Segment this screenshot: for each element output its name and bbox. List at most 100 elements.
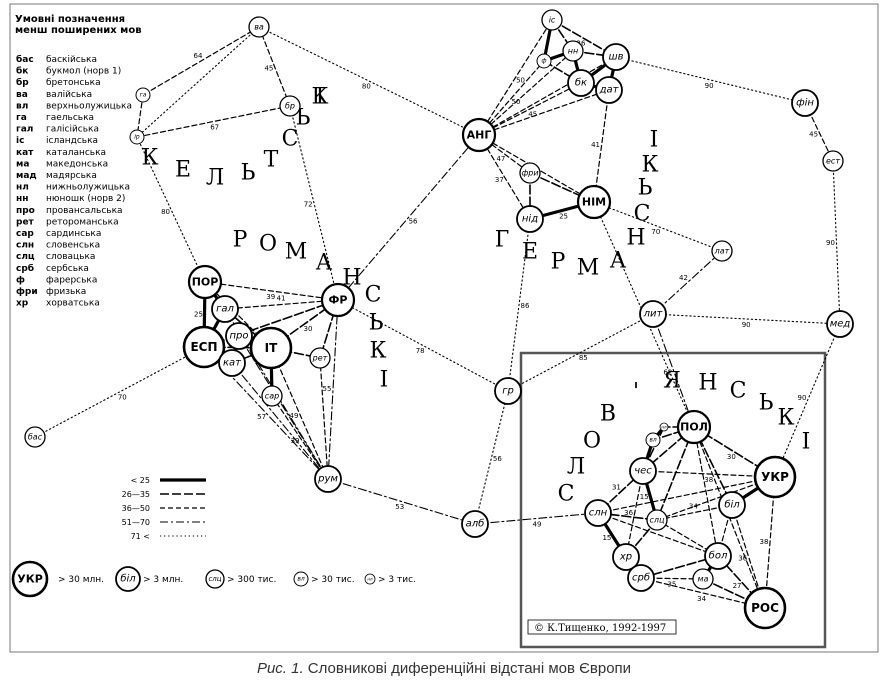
legend-name: нижньолужицька	[46, 183, 130, 193]
caption-text: Словникові диференційні відстані мов Євр…	[303, 660, 632, 677]
edge-est-med	[832, 160, 841, 325]
edge-label-est-med: 90	[826, 239, 835, 247]
edge-label-pol-ukr: 30	[727, 453, 736, 461]
node-label-ir: ір	[134, 134, 140, 141]
line-type-label: 26—35	[122, 490, 150, 499]
family-letter: Я	[663, 369, 681, 394]
node-label-vl: вл	[649, 437, 657, 444]
node-label-med: мед	[830, 319, 851, 330]
edge-bas-esp	[34, 346, 205, 438]
edge-label-anh-nid: 37	[495, 176, 504, 184]
family-letter: І	[650, 128, 659, 153]
edge-label-anh-f: 50	[512, 98, 521, 106]
legend-abbr: про	[16, 206, 35, 216]
legend-abbr: слц	[16, 252, 35, 262]
edge-va-ir	[136, 26, 260, 138]
node-label-nid: нід	[522, 213, 538, 225]
node-label-ma: ма	[698, 575, 709, 584]
size-threshold-label: > 30 млн.	[58, 575, 104, 585]
edge-por-fr	[204, 281, 339, 301]
edge-fry-nim	[529, 172, 595, 203]
edge-va-anh	[258, 26, 480, 136]
legend-name: македонська	[46, 159, 108, 169]
edge-label-por-esp: 25	[194, 310, 203, 318]
node-ros: РОС	[743, 586, 787, 630]
size-threshold-label: > 3 тис.	[378, 575, 416, 585]
family-letter: К	[141, 146, 158, 171]
legend-abbr: хр	[16, 299, 29, 309]
node-label-ukr: УКР	[761, 470, 789, 484]
edge-ir-br	[136, 105, 291, 138]
legend-abbr: бк	[16, 66, 28, 77]
node-label-bil: біл	[724, 499, 740, 511]
node-label-fry: фри	[521, 169, 538, 178]
node-fry: фри	[519, 162, 541, 184]
node-label-sar: сар	[265, 392, 279, 401]
edge-label-bil-slts: 34	[689, 503, 698, 511]
legend-name: бретонська	[46, 78, 101, 88]
edge-label-dat-nim: 41	[591, 141, 600, 149]
node-label-por: ПОР	[192, 276, 219, 289]
family-letter: '	[633, 380, 639, 405]
edge-label-fr-anh: 56	[409, 217, 418, 225]
node-label-pol: ПОЛ	[680, 421, 708, 434]
node-label-est: ест	[826, 157, 840, 166]
node-khr: хр	[612, 543, 640, 571]
legend-name: ретороманська	[46, 217, 119, 227]
edge-label-ir-por: 80	[161, 208, 170, 216]
family-letter: І	[380, 368, 389, 393]
legend-abbr: нн	[16, 194, 28, 204]
family-letter: Н	[626, 226, 645, 251]
node-is: іс	[541, 9, 563, 31]
family-letter: Ь	[369, 311, 384, 336]
legend-name: букмол (норв 1)	[46, 67, 121, 77]
node-label-lat: лат	[714, 247, 730, 256]
node-label-alb: алб	[466, 518, 485, 530]
edge-alb-sln	[474, 512, 599, 525]
node-anh: АНГ	[461, 117, 497, 153]
family-letter: Ь	[759, 391, 774, 416]
caption-prefix: Рис. 1.	[256, 660, 304, 677]
node-label-bol: бол	[709, 550, 728, 562]
node-nid: нід	[516, 205, 544, 233]
edge-sln-bol	[597, 512, 719, 557]
edge-anh-bk	[478, 82, 582, 136]
node-pro: про	[225, 322, 253, 350]
line-type-label: < 25	[131, 476, 150, 485]
edge-label-hr-lyt: 85	[579, 354, 588, 362]
node-label-br: бр	[285, 102, 295, 111]
legend: Умовні позначення менш поширених мов бас…	[15, 14, 142, 309]
node-ha: га	[135, 87, 151, 103]
legend-abbr: слн	[16, 241, 34, 251]
line-type-label: 36—50	[122, 504, 150, 513]
family-letter: С	[365, 283, 382, 308]
legend-abbr: мад	[16, 171, 37, 181]
node-label-ches: чес	[634, 466, 652, 477]
nodes-layer: вагаірбрПОРгалЕСПпрокатІТФРретсаррумбасА…	[24, 9, 854, 630]
family-letter: І	[802, 430, 811, 455]
node-label-nim: НІМ	[582, 196, 606, 209]
legend-name: сербська	[46, 264, 89, 274]
size-threshold-label: > 300 тис.	[227, 575, 276, 585]
size-sample-circle	[293, 571, 309, 587]
family-letter: С	[730, 379, 747, 404]
edge-fr-hal	[224, 299, 339, 310]
family-letter: Н	[342, 266, 361, 291]
node-label-fin: фін	[796, 97, 814, 109]
edge-it-rum	[270, 347, 329, 480]
edge-label-lyt-med: 90	[742, 321, 751, 329]
node-fr: ФР	[320, 282, 356, 318]
edge-label-ches-slts: 15	[640, 493, 649, 501]
node-dat: дат	[595, 76, 623, 104]
node-label-sln: слн	[589, 508, 608, 519]
node-ches: чес	[629, 457, 657, 485]
size-sample-label: нл	[367, 577, 373, 582]
edge-label-bas-esp: 70	[118, 393, 127, 401]
family-letter: Р	[233, 228, 248, 253]
legend-abbr: бр	[16, 77, 29, 88]
edge-label-nid-nim: 25	[559, 212, 568, 220]
node-ret: рет	[309, 347, 331, 369]
edge-label-rum-alb: 53	[395, 503, 404, 511]
